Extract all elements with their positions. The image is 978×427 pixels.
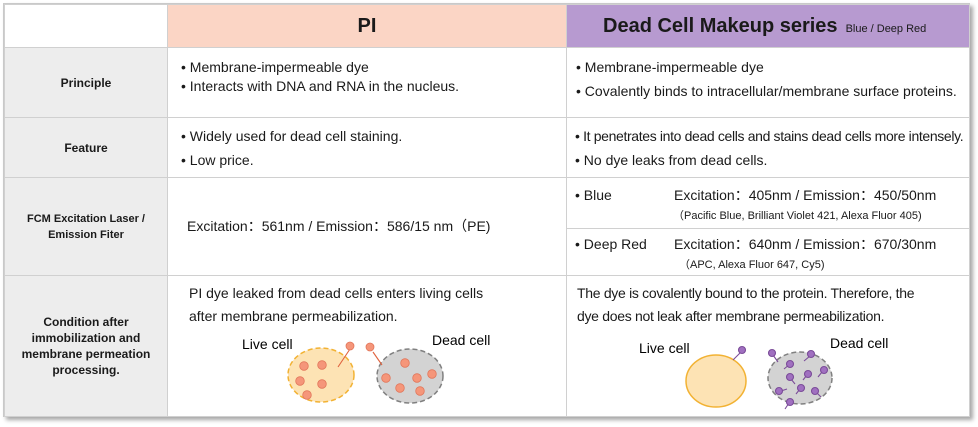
dc-header: Dead Cell Makeup series Blue / Deep Red [566, 4, 970, 48]
condition-pi-line-1: PI dye leaked from dead cells enters liv… [189, 285, 484, 301]
dc-live-cell-label: Live cell [639, 340, 690, 356]
fcm-deepred-spec: Excitation：640nm / Emission：670/30nm [674, 236, 937, 252]
pi-live-cell-label: Live cell [242, 336, 293, 352]
comparison-table-frame: PI Dead Cell Makeup series Blue / Deep Re… [3, 3, 970, 417]
dc-title: Dead Cell Makeup series [603, 14, 838, 37]
feature-pi-line-1: • Widely used for dead cell staining. [181, 128, 403, 144]
pi-title: PI [357, 14, 377, 37]
pi-dye-arrows [337, 348, 383, 368]
principle-pi-line-1: • Membrane-impermeable dye [181, 59, 369, 75]
principle-dc: • Membrane-impermeable dye • Covalently … [566, 47, 970, 118]
feature-pi: • Widely used for dead cell staining. • … [167, 117, 567, 178]
feature-dc: • It penetrates into dead cells and stai… [566, 117, 970, 178]
condition-dc-line-1: The dye is covalently bound to the prote… [577, 285, 915, 301]
feature-dc-line-1: • It penetrates into dead cells and stai… [575, 128, 964, 144]
dc-cell-diagram: Live cell Dead cell [639, 335, 888, 410]
fcm-blue-spec: Excitation：405nm / Emission：450/50nm [674, 187, 937, 203]
comparison-table: PI Dead Cell Makeup series Blue / Deep Re… [4, 4, 970, 417]
pi-cell-diagram: Live cell Dead cell [242, 332, 490, 404]
pi-dye-dots [295, 341, 437, 400]
pi-dead-cell-label: Dead cell [432, 332, 490, 348]
fcm-divider [567, 228, 969, 229]
dc-dead-cell [767, 351, 833, 405]
dc-bound-dye [732, 345, 829, 410]
fcm-blue-name: • Blue [575, 187, 612, 203]
condition-label-line-3: membrane permeation [21, 347, 151, 361]
corner-cell [4, 4, 168, 48]
pi-header: PI [167, 4, 567, 48]
principle-dc-line-1: • Membrane-impermeable dye [576, 59, 764, 75]
fcm-dc: • Blue Excitation：405nm / Emission：450/5… [566, 177, 970, 276]
principle-pi-line-2: • Interacts with DNA and RNA in the nucl… [181, 78, 460, 94]
condition-label-line-1: Condition after [43, 315, 129, 329]
fcm-label-line-1: FCM Excitation Laser / [27, 212, 145, 225]
feature-dc-line-2: • No dye leaks from dead cells. [575, 152, 768, 168]
condition-label: Condition after immobilization and membr… [4, 275, 168, 417]
principle-dc-line-2: • Covalently binds to intracellular/memb… [576, 83, 957, 99]
fcm-deepred-name: • Deep Red [575, 236, 647, 252]
principle-label: Principle [4, 47, 168, 118]
principle-pi: • Membrane-impermeable dye • Interacts w… [167, 47, 567, 118]
feature-label: Feature [4, 117, 168, 178]
fcm-pi-text: Excitation：561nm / Emission：586/15 nm（PE… [187, 218, 491, 234]
pi-dead-cell [376, 348, 444, 404]
fcm-pi: Excitation：561nm / Emission：586/15 nm（PE… [167, 177, 567, 276]
condition-label-line-2: immobilization and [31, 331, 141, 345]
pi-live-cell [287, 347, 355, 403]
fcm-label-line-2: Emission Fiter [48, 228, 124, 241]
condition-pi: PI dye leaked from dead cells enters liv… [167, 275, 567, 417]
fcm-blue-dyes: （Pacific Blue, Brilliant Violet 421, Ale… [673, 210, 922, 222]
dc-dead-cell-label: Dead cell [830, 335, 888, 351]
condition-label-line-4: processing. [52, 363, 120, 377]
condition-dc: The dye is covalently bound to the prote… [566, 275, 970, 417]
dc-live-cell [685, 354, 747, 408]
condition-pi-line-2: after membrane permeabilization. [189, 308, 398, 324]
fcm-label: FCM Excitation Laser / Emission Fiter [4, 177, 168, 276]
dc-subtitle: Blue / Deep Red [845, 22, 927, 35]
feature-pi-line-2: • Low price. [181, 152, 254, 168]
fcm-deepred-dyes: （APC, Alexa Fluor 647, Cy5) [679, 259, 825, 271]
condition-dc-line-2: dye does not leak after membrane permeab… [577, 308, 885, 324]
